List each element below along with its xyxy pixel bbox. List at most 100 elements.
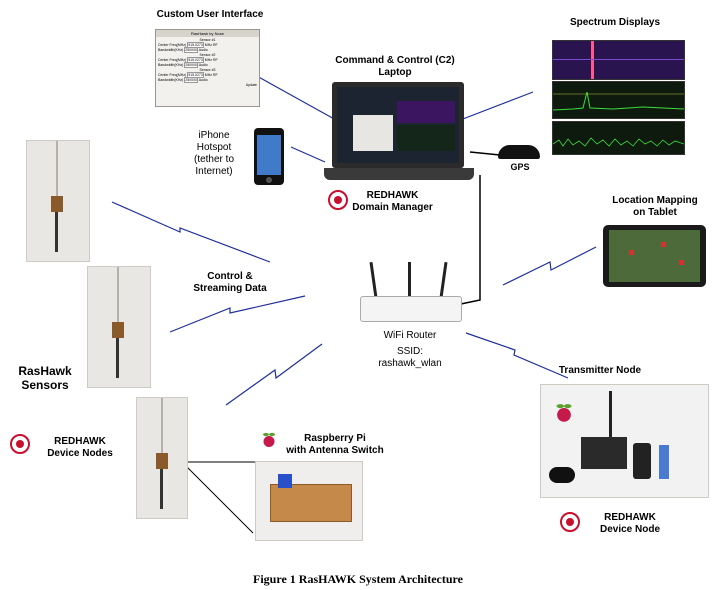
iphone [254,128,284,185]
link-sensor3-rpi-2 [185,465,254,534]
location-label-1: Location Mapping [612,195,698,206]
laptop [324,82,474,184]
bandwidth-label: Bandwidth(KHz) [158,78,184,82]
iphone-screen [257,135,281,175]
transmitter-label: Transmitter Node [558,365,642,376]
device-node-label-2: Device Node [599,524,661,535]
c2-label-line2: Laptop [378,67,412,78]
iphone-home-button [266,177,272,183]
redhawk-logo-icon [10,434,30,454]
update-button[interactable]: Update [245,83,257,87]
mhz-unit: MHz [204,58,212,62]
domain-manager-label-1: REDHAWK [366,190,419,201]
rpi-label-2: with Antenna Switch [286,445,384,456]
bandwidth-label: Bandwidth(KHz) [158,48,184,52]
laptop-screen [337,87,459,163]
transmitter-radio [633,443,651,479]
sensor-header-3: Sensor #3 [199,68,216,72]
tablet-map [609,230,700,282]
waterfall-band [553,59,684,60]
map-marker [661,242,666,247]
spectrum-label: Spectrum Displays [569,17,661,28]
device-node-label-1: REDHAWK [604,512,656,523]
iphone-label-3: (tether to [193,154,235,165]
link-spectrum-laptop [454,91,534,123]
spectrum-waterfall-display [552,40,685,80]
custom-ui-body: Sensor #1 Center Freq(MHz) 915.0273 MHz … [156,37,259,89]
router-body [360,296,462,322]
center-freq-input[interactable]: 915.0273 [187,57,204,63]
iphone-label-4: Internet) [195,166,233,177]
raspberry-pi-icon [263,432,275,447]
raspberry-pi-icon [556,404,572,422]
location-label-2: on Tablet [633,207,677,218]
audio-label: Audio [198,48,208,52]
transmitter-gps [549,467,575,483]
spectrum-psd-display [552,81,685,119]
sensor-antenna [161,398,163,453]
redhawk-logo-icon [560,512,580,532]
tablet [603,225,706,287]
sensor-tripod [160,469,163,509]
psd-trace [553,91,684,111]
sensor-photo-1 [26,140,90,262]
laptop-base [324,168,474,180]
device-nodes-label-1: REDHAWK [54,436,106,447]
link-sensor1-router [111,201,271,263]
wifi-router [360,261,462,324]
laptop-spectrum-window [397,101,455,123]
figure-caption: Figure 1 RasHAWK System Architecture [253,572,463,586]
domain-manager-label-2: Domain Manager [352,202,433,213]
gps-label: GPS [510,162,530,172]
link-gps-laptop [469,151,501,156]
center-freq-label: Center Freq(MHz) [158,73,187,77]
ui-row: Center Freq(MHz) 915.0273 MHz RF [158,42,257,48]
sensor-tripod [55,212,58,252]
sensor-antenna [56,141,58,196]
ui-row: Bandwidth(KHz) 250000 Audio [158,47,257,53]
sensor-header-1: Sensor #1 [199,38,216,42]
audio-label: Audio [198,78,208,82]
transmitter-photo [540,384,709,498]
sensor-antenna [117,267,119,322]
bandwidth-label: Bandwidth(KHz) [158,63,184,67]
router-label: WiFi Router [383,330,437,341]
map-marker [629,250,634,255]
iphone-label-2: Hotspot [196,142,232,153]
bandwidth-input[interactable]: 250000 [184,62,198,68]
ssid-label-2: rashawk_wlan [378,358,442,369]
sensor-body [51,196,63,212]
ui-row: Bandwidth(KHz) 250000 Audio [158,62,257,68]
bandwidth-input[interactable]: 250000 [184,47,198,53]
bandwidth-input[interactable]: 250000 [184,77,198,83]
map-marker [679,260,684,265]
iphone-label-1: iPhone [198,130,230,141]
device-nodes-label-2: Device Nodes [47,448,113,459]
ui-row: Bandwidth(KHz) 250000 Audio [158,77,257,83]
router-antenna [439,261,448,299]
spectrum-time-display [552,121,685,155]
sensor-body [156,453,168,469]
control-label-1: Control & [207,271,253,282]
transmitter-usb [659,445,669,479]
sensor-photo-2 [87,266,151,388]
link-iphone-laptop [290,146,326,163]
sensor-header-2: Sensor #2 [199,53,216,57]
mhz-unit: MHz [204,43,212,47]
control-label-2: Streaming Data [193,283,267,294]
mhz-unit: MHz [204,73,212,77]
sensors-label-1: RasHawk [18,364,72,378]
sensor-body [112,322,124,338]
sensors-label-2: Sensors [21,378,69,392]
rf-label: RF [212,43,218,47]
redhawk-logo-icon [328,190,348,210]
c2-label-line1: Command & Control (C2) [335,55,455,66]
router-antenna [369,261,378,299]
center-freq-input[interactable]: 915.0273 [187,42,204,48]
ui-row: Center Freq(MHz) 915.0273 MHz RF [158,72,257,78]
link-sensor2-router [169,295,306,333]
center-freq-input[interactable]: 915.0273 [187,72,204,78]
center-freq-label: Center Freq(MHz) [158,43,187,47]
transmitter-board [581,437,627,469]
